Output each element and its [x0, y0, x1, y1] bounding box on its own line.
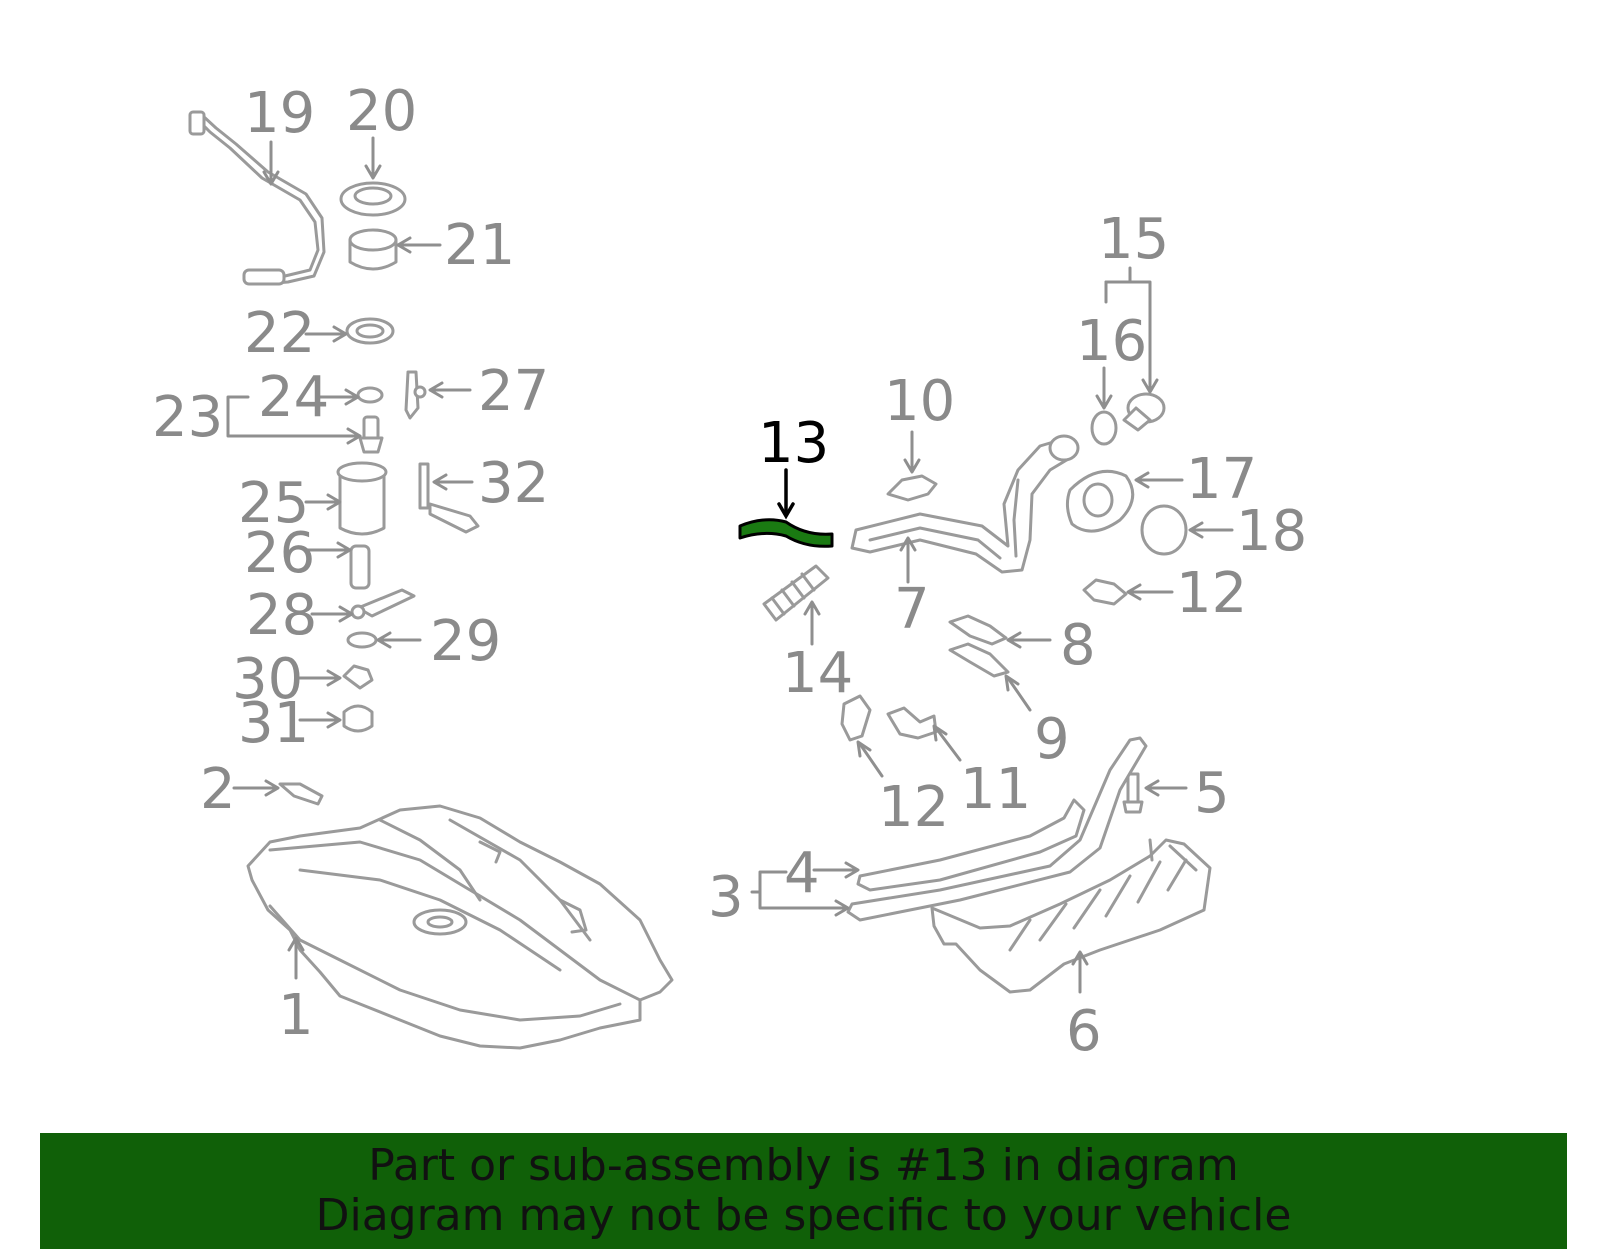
callout-4: 4 [784, 841, 820, 906]
callout-12-upper: 12 [1176, 561, 1247, 626]
part-29-o-ring[interactable] [346, 631, 378, 649]
callout-6: 6 [1066, 999, 1102, 1064]
part-2-bracket[interactable] [278, 782, 324, 806]
part-18-o-ring[interactable] [1140, 504, 1188, 556]
callout-22: 22 [244, 301, 315, 366]
part-31-clamp[interactable] [342, 704, 374, 733]
banner-line-2: Diagram may not be specific to your vehi… [315, 1190, 1292, 1241]
callout-3: 3 [708, 865, 744, 930]
part-7-filler-pipe[interactable] [850, 434, 1080, 574]
part-10-bracket[interactable] [886, 474, 938, 502]
part-20-retainer-ring[interactable] [339, 181, 407, 217]
info-banner: Part or sub-assembly is #13 in diagram D… [40, 1133, 1567, 1249]
callout-28: 28 [246, 583, 317, 648]
part-14-corrugated-hose[interactable] [762, 564, 830, 622]
callout-15: 15 [1098, 207, 1169, 272]
part-26-fuel-pump[interactable] [349, 544, 371, 590]
callout-29: 29 [430, 609, 501, 674]
callout-21: 21 [444, 213, 515, 278]
part-19-fuel-tube[interactable] [188, 110, 326, 286]
part-17-filler-housing[interactable] [1065, 469, 1135, 533]
callout-32: 32 [478, 451, 549, 516]
part-15-fuel-cap[interactable] [1122, 392, 1166, 432]
callout-19: 19 [244, 81, 315, 146]
part-24-o-ring[interactable] [356, 386, 384, 404]
banner-line-1: Part or sub-assembly is #13 in diagram [368, 1140, 1239, 1191]
callout-26: 26 [244, 521, 315, 586]
callout-27: 27 [478, 359, 549, 424]
callout-13: 13 [758, 411, 829, 476]
part-12-clip-upper[interactable] [1082, 578, 1128, 606]
callout-23: 23 [152, 385, 223, 450]
part-4-strap[interactable] [856, 798, 1086, 892]
callout-10: 10 [884, 369, 955, 434]
callout-20: 20 [346, 79, 417, 144]
part-25-pump-body[interactable] [336, 461, 388, 536]
part-9-bracket[interactable] [948, 642, 1010, 678]
part-3-strap[interactable] [846, 736, 1148, 922]
part-16-gasket[interactable] [1090, 410, 1118, 446]
callout-9: 9 [1034, 707, 1070, 772]
part-27-sender[interactable] [404, 370, 427, 420]
part-30-clip[interactable] [342, 664, 374, 690]
callout-5: 5 [1194, 761, 1230, 826]
leader-lines [226, 136, 1234, 994]
part-22-gasket[interactable] [345, 317, 395, 345]
callout-11: 11 [960, 757, 1031, 822]
callout-30: 30 [232, 647, 303, 712]
callout-18: 18 [1236, 499, 1307, 564]
part-11-bracket[interactable] [886, 706, 938, 740]
callout-12-lower: 12 [878, 775, 949, 840]
part-8-bracket[interactable] [948, 614, 1008, 646]
part-23-valve[interactable] [358, 415, 384, 454]
callout-2: 2 [200, 757, 236, 822]
part-12-clip-lower[interactable] [840, 694, 872, 742]
callout-25: 25 [238, 471, 309, 536]
part-1-fuel-tank[interactable] [246, 804, 674, 1050]
part-13-hose-highlighted[interactable] [738, 518, 834, 548]
callout-labels: 19 20 21 22 24 23 27 25 32 26 28 29 30 3… [152, 79, 1307, 1064]
part-21-pump-cover[interactable] [348, 228, 398, 271]
part-28-filter[interactable] [350, 588, 416, 620]
callout-17: 17 [1186, 447, 1257, 512]
callout-16: 16 [1076, 309, 1147, 374]
callout-7: 7 [894, 577, 930, 642]
callout-31: 31 [238, 691, 309, 756]
part-6-heat-shield[interactable] [930, 838, 1212, 994]
callout-14: 14 [782, 641, 853, 706]
callout-24: 24 [258, 365, 329, 430]
callout-8: 8 [1060, 613, 1096, 678]
callout-1: 1 [278, 983, 314, 1048]
part-32-sender-arm[interactable] [418, 462, 480, 534]
part-5-bolt[interactable] [1122, 772, 1144, 814]
